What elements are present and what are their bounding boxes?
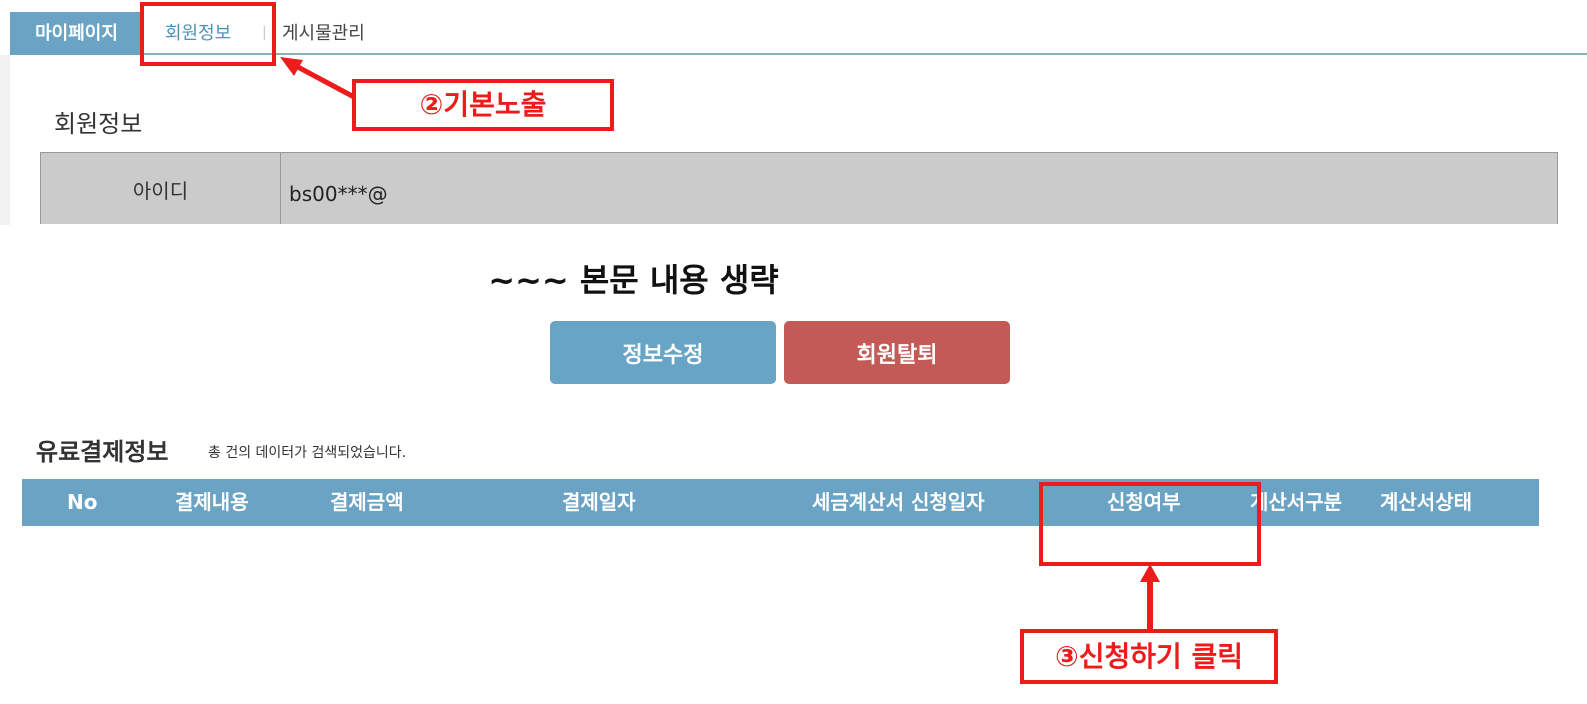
arrow-step2	[280, 57, 356, 100]
tab-member-info[interactable]: 회원정보	[165, 23, 232, 44]
id-value: bs00***@	[289, 182, 388, 206]
payment-table-header: No 결제내용 결제금액 결제일자 세금계산서 신청일자 신청여부 계산서구분 …	[22, 479, 1539, 526]
annotation-step3: ③신청하기 클릭	[1020, 629, 1278, 684]
edit-info-button[interactable]: 정보수정	[550, 321, 776, 384]
column-header-payment-date: 결제일자	[562, 490, 636, 514]
column-header-tax-invoice-date: 세금계산서 신청일자	[812, 490, 985, 514]
member-info-title: 회원정보	[54, 110, 143, 138]
column-header-application-status[interactable]: 신청여부	[1107, 490, 1181, 514]
omitted-notice: ~~~ 본문 내용 생략	[0, 255, 1587, 301]
tab-post-management[interactable]: 게시물관리	[282, 23, 365, 44]
arrow-step3	[1140, 564, 1160, 630]
member-info-table: 아이디 bs00***@	[40, 152, 1558, 224]
annotation-step2: ②기본노출	[352, 79, 614, 131]
omitted-notice-text: ~~~ 본문 내용 생략	[488, 261, 779, 299]
mypage-tab-bar: 마이페이지 회원정보 | 게시물관리	[10, 12, 1587, 55]
tab-separator: |	[262, 25, 267, 41]
payment-result-count: 총 건의 데이터가 검색되었습니다.	[208, 445, 407, 461]
highlight-application-column	[1039, 482, 1261, 566]
payment-info-title: 유료결제정보	[36, 438, 169, 466]
withdraw-button[interactable]: 회원탈퇴	[784, 321, 1010, 384]
mypage-tab[interactable]: 마이페이지	[10, 12, 143, 55]
highlight-member-info-tab	[140, 2, 276, 66]
column-header-invoice-type: 계산서구분	[1250, 490, 1342, 514]
column-header-invoice-status: 계산서상태	[1380, 490, 1472, 514]
column-header-no: No	[67, 490, 98, 514]
column-header-payment-content: 결제내용	[175, 490, 249, 514]
left-edge-shade	[0, 55, 10, 225]
column-header-payment-amount: 결제금액	[330, 490, 404, 514]
id-label: 아이디	[41, 153, 281, 224]
